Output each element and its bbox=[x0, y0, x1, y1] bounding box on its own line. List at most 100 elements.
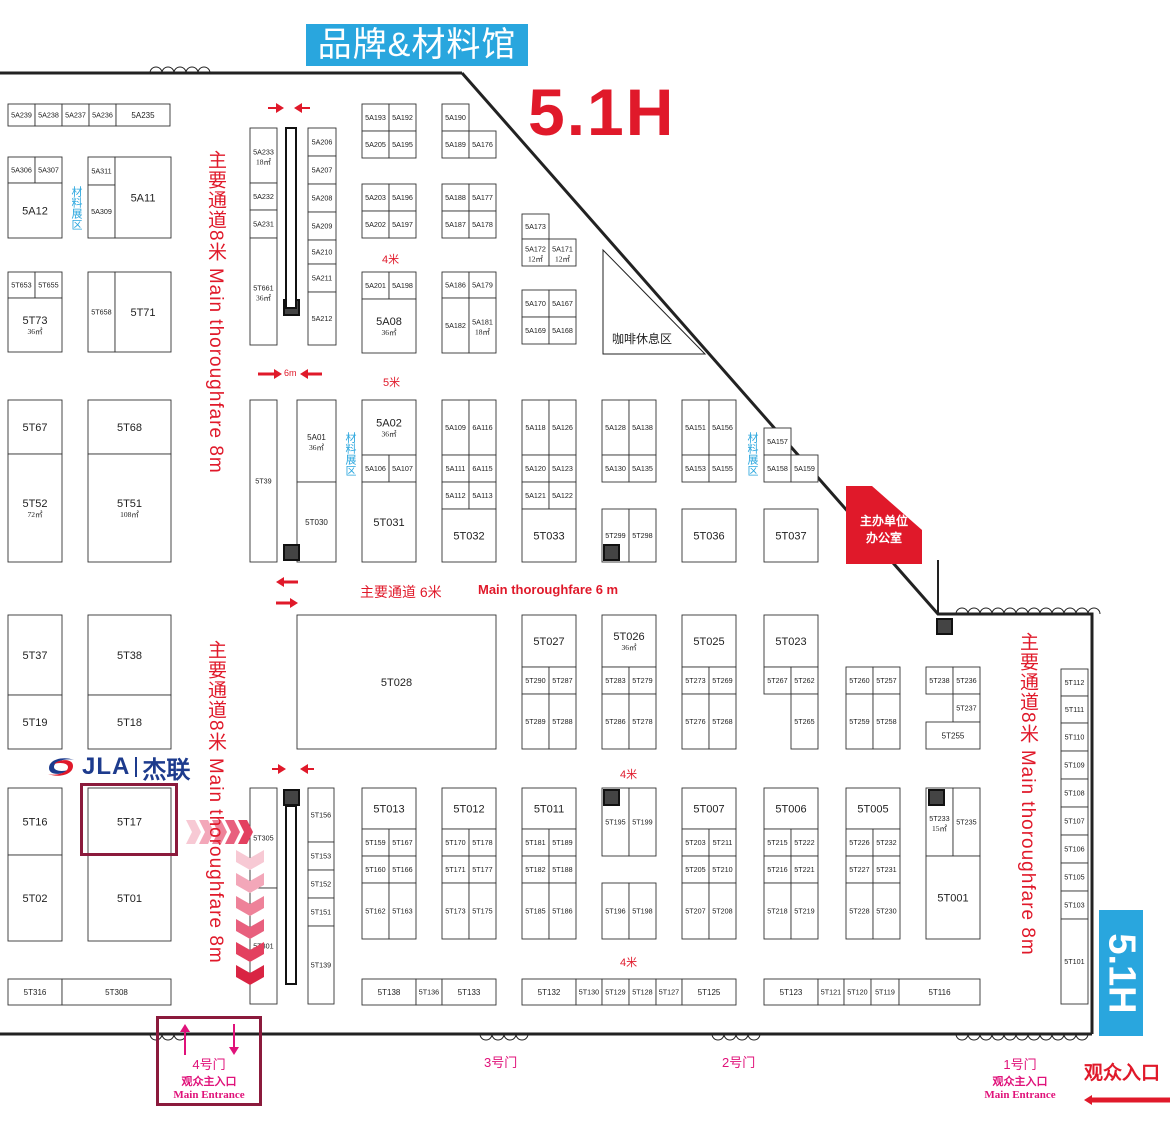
booth-5a177[interactable]: 5A177 bbox=[468, 183, 497, 212]
booth-5t658[interactable]: 5T658 bbox=[87, 271, 116, 353]
booth-5t012[interactable]: 5T012 bbox=[441, 787, 497, 830]
gate-2[interactable]: 2号门 bbox=[722, 1055, 756, 1070]
booth-5a155[interactable]: 5A155 bbox=[708, 454, 737, 483]
booth-5t210[interactable]: 5T210 bbox=[708, 855, 737, 884]
booth-5t218[interactable]: 5T218 bbox=[763, 882, 792, 940]
booth-5a130[interactable]: 5A130 bbox=[601, 454, 630, 483]
booth-5t011[interactable]: 5T011 bbox=[521, 787, 577, 830]
booth-5a138[interactable]: 5A138 bbox=[628, 399, 657, 456]
booth-5a232[interactable]: 5A232 bbox=[249, 182, 278, 211]
booth-5t288[interactable]: 5T288 bbox=[548, 693, 577, 750]
booth-5t289[interactable]: 5T289 bbox=[521, 693, 550, 750]
booth-5a205[interactable]: 5A205 bbox=[361, 130, 390, 159]
booth-5t167[interactable]: 5T167 bbox=[388, 828, 417, 857]
booth-5a189[interactable]: 5A189 bbox=[441, 130, 470, 159]
booth-5t116[interactable]: 5T116 bbox=[898, 978, 981, 1006]
booth-5a193[interactable]: 5A193 bbox=[361, 103, 390, 132]
booth-5t028[interactable]: 5T028 bbox=[296, 614, 497, 750]
booth-5t226[interactable]: 5T226 bbox=[845, 828, 874, 857]
booth-5t112[interactable]: 5T112 bbox=[1060, 668, 1089, 697]
booth-5a120[interactable]: 5A120 bbox=[521, 454, 550, 483]
booth-5t030[interactable]: 5T030 bbox=[296, 481, 337, 563]
booth-5t316[interactable]: 5T316 bbox=[7, 978, 63, 1006]
booth-5t153[interactable]: 5T153 bbox=[307, 841, 335, 871]
booth-5t231[interactable]: 5T231 bbox=[872, 855, 901, 884]
gate-3[interactable]: 3号门 bbox=[484, 1055, 518, 1070]
booth-5a107[interactable]: 5A107 bbox=[388, 454, 417, 483]
booth-5t208[interactable]: 5T208 bbox=[708, 882, 737, 940]
booth-5t107[interactable]: 5T107 bbox=[1060, 806, 1089, 836]
booth-5t027[interactable]: 5T027 bbox=[521, 614, 577, 668]
booth-5t279[interactable]: 5T279 bbox=[628, 666, 657, 695]
booth-5t37[interactable]: 5T37 bbox=[7, 614, 63, 696]
booth-5t203[interactable]: 5T203 bbox=[681, 828, 710, 857]
booth-5t653[interactable]: 5T653 bbox=[7, 271, 36, 299]
booth-5a192[interactable]: 5A192 bbox=[388, 103, 417, 132]
booth-5t259[interactable]: 5T259 bbox=[845, 693, 874, 750]
booth-5a195[interactable]: 5A195 bbox=[388, 130, 417, 159]
booth-5t199[interactable]: 5T199 bbox=[628, 787, 657, 857]
booth-5t232[interactable]: 5T232 bbox=[872, 828, 901, 857]
booth-5a311[interactable]: 5A311 bbox=[87, 156, 116, 186]
booth-5a11[interactable]: 5A11 bbox=[114, 156, 172, 239]
booth-5a201[interactable]: 5A201 bbox=[361, 271, 390, 300]
booth-5t178[interactable]: 5T178 bbox=[468, 828, 497, 857]
booth-5a159[interactable]: 5A159 bbox=[790, 454, 819, 483]
booth-5t182[interactable]: 5T182 bbox=[521, 855, 550, 884]
booth-5t17[interactable]: 5T17 bbox=[87, 787, 172, 856]
booth-5a190[interactable]: 5A190 bbox=[441, 103, 470, 132]
gate-1[interactable]: 1号门 观众主入口 Main Entrance bbox=[972, 1054, 1068, 1101]
booth-5a202[interactable]: 5A202 bbox=[361, 210, 390, 239]
booth-5a135[interactable]: 5A135 bbox=[628, 454, 657, 483]
booth-5t260[interactable]: 5T260 bbox=[845, 666, 874, 695]
booth-5a106[interactable]: 5A106 bbox=[361, 454, 390, 483]
booth-5a156[interactable]: 5A156 bbox=[708, 399, 737, 456]
booth-5t177[interactable]: 5T177 bbox=[468, 855, 497, 884]
booth-5a128[interactable]: 5A128 bbox=[601, 399, 630, 456]
booth-5a207[interactable]: 5A207 bbox=[307, 155, 337, 185]
booth-5t230[interactable]: 5T230 bbox=[872, 882, 901, 940]
booth-5t01[interactable]: 5T01 bbox=[87, 854, 172, 942]
booth-5t290[interactable]: 5T290 bbox=[521, 666, 550, 695]
booth-5t037[interactable]: 5T037 bbox=[763, 508, 819, 563]
booth-5a235[interactable]: 5A235 bbox=[115, 103, 171, 127]
booth-5t215[interactable]: 5T215 bbox=[763, 828, 792, 857]
booth-5a197[interactable]: 5A197 bbox=[388, 210, 417, 239]
booth-5t036[interactable]: 5T036 bbox=[681, 508, 737, 563]
booth-6a116[interactable]: 6A116 bbox=[468, 399, 497, 456]
booth-5t033[interactable]: 5T033 bbox=[521, 508, 577, 563]
booth-5a158[interactable]: 5A158 bbox=[763, 454, 792, 483]
booth-5t216[interactable]: 5T216 bbox=[763, 855, 792, 884]
booth-5t39[interactable]: 5T39 bbox=[249, 399, 278, 563]
booth-5t188[interactable]: 5T188 bbox=[548, 855, 577, 884]
booth-5t156[interactable]: 5T156 bbox=[307, 787, 335, 843]
booth-5a123[interactable]: 5A123 bbox=[548, 454, 577, 483]
booth-5a170[interactable]: 5A170 bbox=[521, 289, 550, 318]
booth-5t103[interactable]: 5T103 bbox=[1060, 890, 1089, 920]
booth-5t236[interactable]: 5T236 bbox=[952, 666, 981, 695]
booth-5t298[interactable]: 5T298 bbox=[628, 508, 657, 563]
booth-5a198[interactable]: 5A198 bbox=[388, 271, 417, 300]
booth-5t68[interactable]: 5T68 bbox=[87, 399, 172, 455]
booth-5a309[interactable]: 5A309 bbox=[87, 184, 116, 239]
booth-5a113[interactable]: 5A113 bbox=[468, 481, 497, 510]
booth-5a212[interactable]: 5A212 bbox=[307, 291, 337, 346]
booth-5t221[interactable]: 5T221 bbox=[790, 855, 819, 884]
booth-5t237[interactable]: 5T237 bbox=[952, 693, 981, 723]
booth-5t276[interactable]: 5T276 bbox=[681, 693, 710, 750]
booth-5t228[interactable]: 5T228 bbox=[845, 882, 874, 940]
booth-5t267[interactable]: 5T267 bbox=[763, 666, 792, 695]
booth-5t18[interactable]: 5T18 bbox=[87, 694, 172, 750]
booth-5a126[interactable]: 5A126 bbox=[548, 399, 577, 456]
booth-5a176[interactable]: 5A176 bbox=[468, 130, 497, 159]
booth-5t171[interactable]: 5T171 bbox=[441, 855, 470, 884]
booth-5t211[interactable]: 5T211 bbox=[708, 828, 737, 857]
booth-5a157[interactable]: 5A157 bbox=[763, 427, 792, 456]
booth-5a306[interactable]: 5A306 bbox=[7, 156, 36, 184]
booth-5t013[interactable]: 5T013 bbox=[361, 787, 417, 830]
booth-5t101[interactable]: 5T101 bbox=[1060, 918, 1089, 1005]
